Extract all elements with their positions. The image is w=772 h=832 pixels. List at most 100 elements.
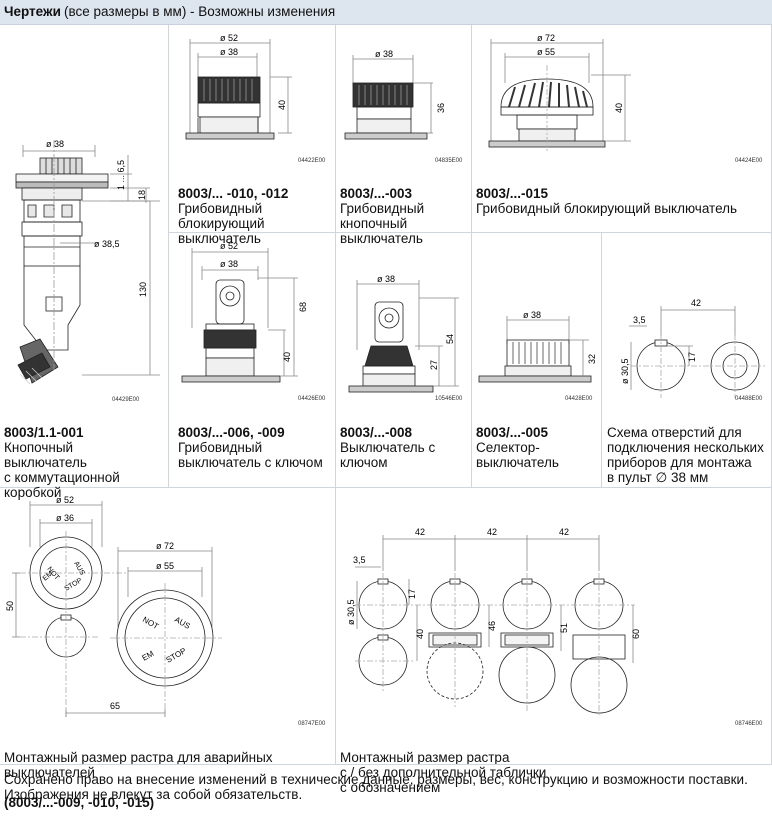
d4-caption-id: 8003/...-015	[476, 186, 549, 201]
d1-dim-dia38: ø 38	[46, 139, 64, 149]
d10-dim-42-c: 42	[559, 527, 569, 537]
d5-dim-40: 40	[282, 352, 292, 362]
cell-d7	[471, 232, 602, 488]
d4-code: 04424E00	[735, 158, 763, 164]
d4-dim-40: 40	[614, 103, 624, 113]
d8-dim-35: 3,5	[633, 315, 646, 325]
d6-dim-dia38: ø 38	[377, 274, 395, 284]
d1-caption-text: Кнопочный выключатель с коммутационной к…	[4, 440, 120, 500]
d5-caption: 8003/...-006, -009 Грибовидный выключате…	[178, 410, 333, 485]
d3-caption-id: 8003/...-003	[340, 186, 413, 201]
d8-caption-text: Схема отверстий для подключения нескольк…	[607, 425, 764, 485]
d10-caption-text: Монтажный размер растра с / без дополнит…	[340, 750, 547, 795]
cell-d5	[168, 232, 336, 488]
d10-dim-46: 46	[487, 621, 497, 631]
d9-label-stop-large: STOP	[165, 646, 188, 665]
d1-dim-130: 130	[138, 282, 148, 297]
cell-d2	[168, 25, 336, 233]
drawing-d5: ø 52 ø 38 68 40 04426E00	[181, 241, 326, 402]
d10-code: 08746E00	[735, 721, 763, 727]
d2-caption-text: Грибовидный блокирующий выключатель	[178, 201, 265, 246]
d9-caption-text: Монтажный размер растра для аварийных вы…	[4, 750, 273, 780]
d3-caption-text: Грибовидный кнопочный выключатель	[340, 201, 425, 246]
d10-dim-42-a: 42	[415, 527, 425, 537]
drawing-d8: 42 3,5 ø 30,5 17 04488E00	[620, 298, 765, 402]
drawing-d3: ø 38 36 04835E00	[344, 49, 463, 164]
d2-dim-dia52: ø 52	[220, 33, 238, 43]
drawing-d6: ø 38 54 27 10546E00	[348, 274, 463, 402]
d8-dim-dia305: ø 30,5	[620, 358, 630, 384]
d10-caption: Монтажный размер растра с / без дополнит…	[340, 735, 760, 810]
page-header: Чертежи (все размеры в мм) - Возможны из…	[0, 0, 772, 25]
d9-dim-dia72: ø 72	[156, 541, 174, 551]
d7-caption: 8003/...-005 Селектор- выключатель	[476, 410, 600, 485]
d8-dim-17: 17	[687, 352, 697, 362]
d5-dim-68: 68	[298, 302, 308, 312]
d7-caption-text: Селектор- выключатель	[476, 440, 559, 470]
d9-label-aus-large: AUS	[173, 615, 192, 631]
d2-caption: 8003/... -010, -012 Грибовидный блокирую…	[178, 171, 333, 261]
d5-caption-text: Грибовидный выключатель с ключом	[178, 440, 323, 470]
d5-code: 04426E00	[298, 396, 326, 402]
d6-code: 10546E00	[435, 396, 463, 402]
d4-caption-text: Грибовидный блокирующий выключатель	[476, 201, 738, 216]
d2-dim-dia38: ø 38	[220, 47, 238, 57]
d6-dim-54: 54	[445, 334, 455, 344]
d5-caption-id: 8003/...-006, -009	[178, 425, 285, 440]
d9-code: 08747E00	[298, 721, 326, 727]
d7-dim-dia38: ø 38	[523, 310, 541, 320]
d1-caption-id: 8003/1.1-001	[4, 425, 84, 440]
d10-dim-40: 40	[415, 629, 425, 639]
cell-d1	[0, 25, 169, 488]
d6-caption-id: 8003/...-008	[340, 425, 413, 440]
d1-dim-dia385: ø 38,5	[94, 239, 120, 249]
d1-caption: 8003/1.1-001 Кнопочный выключатель с ком…	[4, 410, 164, 515]
d6-dim-27: 27	[429, 360, 439, 370]
d2-caption-id: 8003/... -010, -012	[178, 186, 289, 201]
d3-dim-36: 36	[436, 103, 446, 113]
d6-caption-text: Выключатель с ключом	[340, 440, 436, 470]
d8-code: 04488E00	[735, 396, 763, 402]
d3-code: 04835E00	[435, 158, 463, 164]
d10-dim-60: 60	[631, 629, 641, 639]
d9-label-stop-small: STOP	[64, 577, 84, 593]
d9-label-aus-small: AUS	[72, 561, 85, 577]
drawing-d1: ø 38 1 ... 6,5 18 ø 38,5 130 04429E00	[15, 139, 160, 403]
d4-caption: 8003/...-015 Грибовидный блокирующий вык…	[476, 171, 766, 231]
d9-dim-dia52: ø 52	[56, 495, 74, 505]
d2-dim-40: 40	[277, 100, 287, 110]
d6-caption: 8003/...-008 Выключатель с ключом	[340, 410, 470, 485]
cell-d6	[335, 232, 472, 488]
d10-dim-17: 17	[407, 589, 417, 599]
header-title-rest: (все размеры в мм) - Возможны изменения	[64, 4, 336, 19]
header-title-bold: Чертежи	[4, 4, 61, 19]
d3-dim-dia38: ø 38	[375, 49, 393, 59]
d4-dim-dia72: ø 72	[537, 33, 555, 43]
d1-dim-18: 18	[137, 190, 147, 200]
d9-dim-dia55: ø 55	[156, 561, 174, 571]
cell-d3	[335, 25, 472, 233]
drawing-d9: ø 52 ø 36 ø 72 ø 55 50 65 NOT AUS EM STO…	[5, 495, 326, 727]
d9-caption-bold: (8003/...-009, -010, -015)	[4, 795, 155, 810]
d10-dim-51: 51	[559, 623, 569, 633]
drawing-d2: ø 52 ø 38 40 04422E00	[185, 33, 326, 164]
d9-label-not-large: NOT	[141, 615, 160, 631]
d8-caption: Схема отверстий для подключения нескольк…	[607, 410, 769, 500]
d5-dim-dia52: ø 52	[220, 241, 238, 251]
d2-code: 04422E00	[298, 158, 326, 164]
drawing-d4: ø 72 ø 55 40 04424E00	[488, 33, 763, 164]
d4-dim-dia55: ø 55	[537, 47, 555, 57]
footer-divider	[0, 764, 772, 765]
d9-label-em-large: EM	[141, 649, 156, 663]
drawing-d7: ø 38 32 04428E00	[478, 310, 597, 402]
d7-dim-32: 32	[587, 354, 597, 364]
drawing-d10: 42 42 42 3,5 ø 30,5 17 40 46 51 60 08746…	[346, 527, 763, 727]
d5-dim-dia38: ø 38	[220, 259, 238, 269]
d3-caption: 8003/...-003 Грибовидный кнопочный выклю…	[340, 171, 470, 261]
d9-dim-65: 65	[110, 701, 120, 711]
footer-disclaimer: Сохранено право на внесение изменений в …	[4, 772, 748, 802]
d7-code: 04428E00	[565, 396, 593, 402]
d7-caption-id: 8003/...-005	[476, 425, 549, 440]
d9-dim-50: 50	[5, 601, 15, 611]
d10-dim-35: 3,5	[353, 555, 366, 565]
